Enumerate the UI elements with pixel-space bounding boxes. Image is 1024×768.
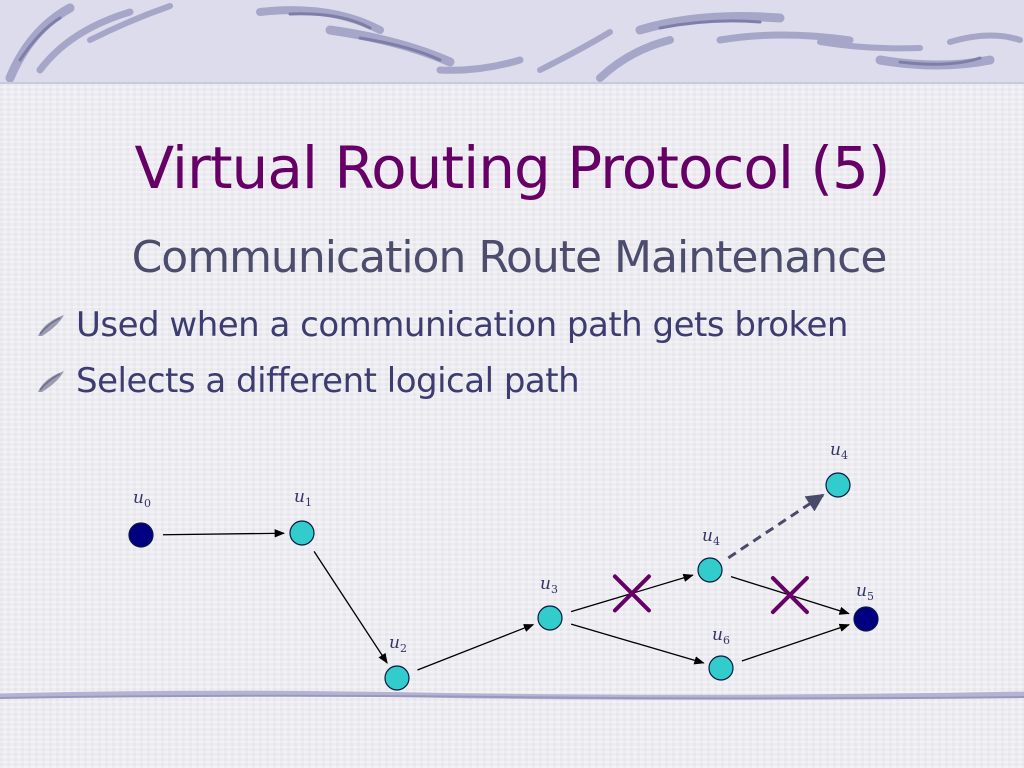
bullet-item: Used when a communication path gets brok…	[34, 302, 848, 358]
node-u6	[708, 655, 734, 681]
quill-bullet-icon	[38, 371, 64, 392]
bullet-item: Selects a different logical path	[34, 358, 848, 414]
node-label-u4a: u4	[702, 526, 720, 548]
edge-u4a-u4b	[727, 493, 825, 560]
footer-rule	[0, 690, 1024, 700]
edge-u0-u1	[162, 529, 286, 538]
bullet-text: Used when a communication path gets brok…	[76, 305, 848, 345]
broken-link-mark	[612, 574, 651, 613]
node-u3	[537, 605, 563, 631]
node-u1	[289, 520, 315, 546]
bullet-text: Selects a different logical path	[76, 361, 580, 401]
node-label-u6: u6	[712, 625, 730, 647]
slide-subtitle: Communication Route Maintenance	[131, 232, 888, 283]
node-u0	[128, 522, 154, 548]
header-decoration	[0, 0, 1024, 84]
node-u5	[853, 606, 879, 632]
slide-title: Virtual Routing Protocol (5)	[134, 134, 890, 202]
node-u4a	[697, 557, 723, 583]
node-u4b	[825, 472, 851, 498]
edge-u2-u3	[417, 623, 535, 671]
edge-u3-u6	[570, 623, 705, 665]
node-label-u4b: u4	[830, 440, 848, 462]
node-u2	[384, 665, 410, 691]
quill-bullet-icon	[38, 315, 64, 336]
node-label-u3: u3	[540, 574, 558, 596]
bullet-list: Used when a communication path gets brok…	[34, 302, 848, 414]
node-label-u0: u0	[133, 488, 151, 510]
broken-link-mark	[770, 576, 809, 615]
node-label-u1: u1	[294, 487, 312, 509]
node-label-u5: u5	[856, 581, 874, 603]
edge-u6-u5	[741, 623, 850, 662]
node-label-u2: u2	[389, 633, 407, 655]
edge-u1-u2	[313, 551, 388, 664]
